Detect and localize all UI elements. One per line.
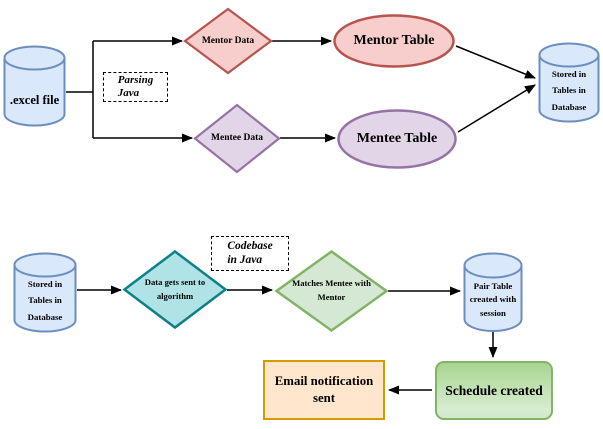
connector-excel-branch — [66, 41, 94, 138]
mentor-data-diamond: Mentor Data — [183, 7, 273, 75]
connector-mentortable-to-storeddb — [455, 45, 536, 79]
parsing-java-note: Parsing Java — [103, 72, 168, 102]
excel-file-database: .excel file — [3, 45, 66, 127]
pair-table-database: Pair Table created with session — [463, 252, 523, 332]
codebase-note-line2: in Java — [227, 253, 263, 266]
parsing-note-line2: Java — [117, 87, 140, 99]
stored-tables-database-bottom: Stored in Tables in Database — [13, 252, 77, 333]
schedule-created-label: Schedule created — [445, 382, 543, 398]
email-notification-label: Email notification sent — [265, 362, 383, 418]
mentee-data-diamond: Mentee Data — [193, 103, 281, 174]
stored-tables-database-top: Stored in Tables in Database — [538, 42, 600, 123]
email-notification-box: Email notification sent — [263, 360, 385, 420]
matches-diamond: Matches Mentee with Mentor — [274, 249, 389, 333]
mentor-table-ellipse: Mentor Table — [333, 14, 455, 68]
email-line2: sent — [312, 391, 336, 405]
codebase-note-line1: Codebase — [227, 239, 273, 252]
connector-menteetable-to-storeddb — [457, 84, 536, 133]
parsing-note-line1: Parsing — [117, 73, 154, 86]
email-line1: Email notification — [274, 374, 374, 389]
schedule-created-box: Schedule created — [435, 361, 553, 420]
mentee-table-ellipse: Mentee Table — [337, 109, 457, 169]
codebase-java-note: Codebase in Java — [211, 236, 289, 271]
